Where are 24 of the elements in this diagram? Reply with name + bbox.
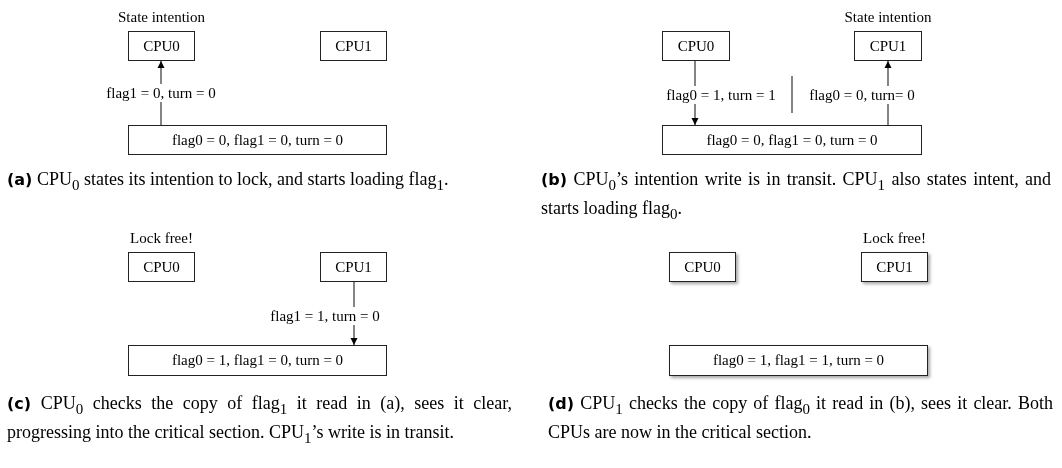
edge-label: flag1 = 0, turn = 0	[104, 84, 218, 102]
cpu-box: CPU0	[669, 252, 736, 282]
caption-text: (a) CPU$_{0}$ states its intention to lock, and starts loading flag$_{1}$.	[7, 168, 450, 195]
annotation-text: Lock free!	[130, 230, 193, 247]
memory-box: flag0 = 1, flag1 = 0, turn = 0	[128, 345, 387, 376]
cpu-box: CPU0	[128, 252, 195, 282]
cpu-box: CPU1	[320, 31, 387, 61]
caption-text: (b) CPU$_{0}$’s intention write is in transit. CPU$_{1}$ also states intent, and starts loading flag$_{0}$.	[541, 168, 1051, 224]
annotation-text: State intention	[117, 9, 206, 26]
memory-box: flag0 = 0, flag1 = 0, turn = 0	[128, 125, 387, 155]
caption-text: (c) CPU$_{0}$ checks the copy of flag$_{1}$ it read in (a), sees it clear, progressing into the critical section. CPU$_{1}$’s write is in transit.	[7, 392, 512, 448]
edge-label: flag0 = 0, turn= 0	[807, 86, 917, 104]
memory-box: flag0 = 1, flag1 = 1, turn = 0	[669, 345, 928, 376]
edge-label: flag0 = 1, turn = 1	[664, 86, 778, 104]
cpu-box: CPU0	[128, 31, 195, 61]
annotation-text: Lock free!	[863, 230, 926, 247]
cpu-box: CPU1	[861, 252, 928, 282]
annotation-text: State intention	[844, 9, 932, 26]
caption-text: (d) CPU$_{1}$ checks the copy of flag$_{0}$ it read in (b), sees it clear. Both CPUs are now in the critical section.	[548, 392, 1053, 444]
cpu-box: CPU0	[662, 31, 730, 61]
edge-label: flag1 = 1, turn = 0	[268, 307, 382, 325]
cpu-box: CPU1	[320, 252, 387, 282]
memory-box: flag0 = 0, flag1 = 0, turn = 0	[662, 125, 922, 155]
cpu-box: CPU1	[854, 31, 922, 61]
